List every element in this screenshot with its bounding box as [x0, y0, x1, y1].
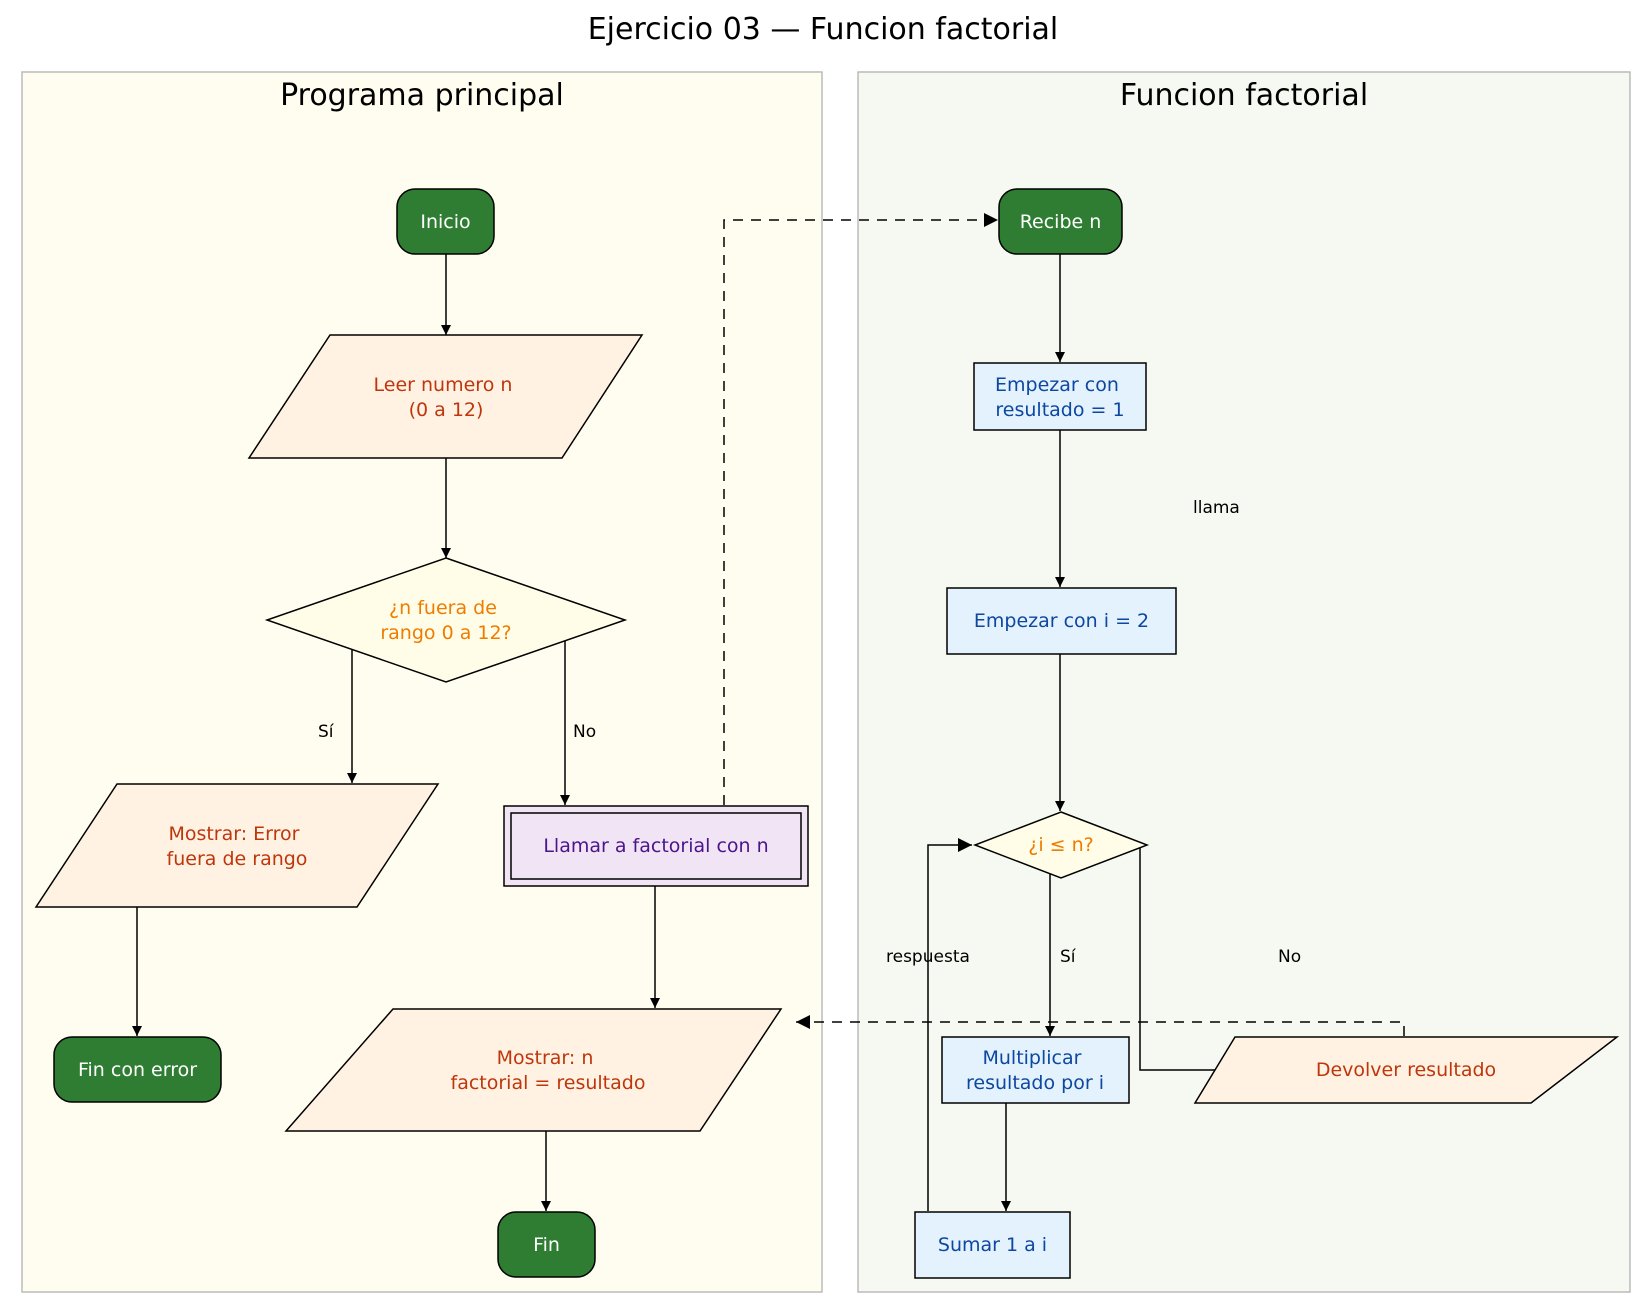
cluster-main-label: Programa principal [280, 78, 564, 113]
edge-labels: Sí No llama respuesta Sí No [318, 498, 1301, 967]
edges-dashed [723, 213, 1405, 1036]
diagram-title: Ejercicio 03 — Funcion factorial [588, 12, 1059, 47]
node-empezar-resultado[interactable]: Empezar con resultado = 1 [973, 362, 1147, 431]
node-leer[interactable]: Leer numero n (0 a 12) [247, 334, 644, 459]
edge-sumar-cond-loop [927, 838, 972, 1211]
cluster-func-box [857, 71, 1631, 1293]
process-shape [973, 362, 1147, 431]
node-label: Inicio [420, 211, 470, 233]
decision-shape [264, 557, 628, 683]
edge-cond-no [1139, 846, 1235, 1077]
edge-label-respuesta: respuesta [886, 947, 970, 967]
node-label-line: rango 0 a 12? [380, 622, 511, 644]
io-shape [284, 1008, 783, 1132]
node-label-line: Mostrar: n [497, 1047, 594, 1069]
node-label: Recibe n [1020, 211, 1102, 233]
node-label: Sumar 1 a i [938, 1234, 1047, 1256]
node-sumar[interactable]: Sumar 1 a i [914, 1211, 1071, 1279]
node-label-line: Leer numero n [374, 374, 513, 396]
node-label: ¿n fuera de rango 0 a 12? [380, 597, 511, 644]
io-shape [34, 783, 440, 908]
node-mostrar-error[interactable]: Mostrar: Error fuera de rango [34, 783, 440, 908]
node-fuera-rango[interactable]: ¿n fuera de rango 0 a 12? [264, 557, 628, 683]
process-shape [946, 587, 1177, 655]
io-shape [247, 334, 644, 459]
edge-label-si-2: Sí [1060, 947, 1077, 967]
subroutine-outer [503, 805, 809, 887]
terminal-shape [53, 1036, 222, 1103]
node-llamar[interactable]: Llamar a factorial con n [503, 805, 809, 887]
node-label: Fin con error [78, 1059, 197, 1081]
edge-respuesta [796, 1015, 1405, 1036]
node-label-line: Multiplicar [982, 1047, 1081, 1069]
node-devolver[interactable]: Devolver resultado [1193, 1036, 1620, 1104]
node-label-line: resultado = 1 [995, 399, 1124, 421]
edge-llama [723, 213, 998, 805]
node-label-line: factorial = resultado [451, 1072, 646, 1094]
edge-label-no-1: No [573, 722, 596, 742]
node-label-line: resultado por i [966, 1072, 1104, 1094]
node-label: Mostrar: n factorial = resultado [451, 1047, 646, 1094]
cluster-func-label: Funcion factorial [1120, 78, 1368, 113]
node-fin[interactable]: Fin [497, 1211, 596, 1278]
node-label: Multiplicar resultado por i [966, 1047, 1104, 1094]
terminal-shape [497, 1211, 596, 1278]
node-label: Devolver resultado [1316, 1059, 1496, 1081]
edge-label-si-1: Sí [318, 722, 335, 742]
node-label: Fin [533, 1234, 560, 1256]
cluster-funcion-factorial: Funcion factorial [857, 71, 1631, 1293]
terminal-shape [998, 188, 1123, 255]
subroutine-inner [510, 812, 802, 880]
node-label-line: fuera de rango [167, 848, 308, 870]
node-label: Empezar con resultado = 1 [995, 374, 1125, 421]
node-fin-error[interactable]: Fin con error [53, 1036, 222, 1103]
edges-func [927, 254, 1235, 1211]
node-empezar-i[interactable]: Empezar con i = 2 [946, 587, 1177, 655]
node-mostrar-resultado[interactable]: Mostrar: n factorial = resultado [284, 1008, 783, 1132]
edge-label-no-2: No [1278, 947, 1301, 967]
process-shape [914, 1211, 1071, 1279]
node-label-line: Empezar con [995, 374, 1119, 396]
node-label-line: ¿n fuera de [389, 597, 497, 619]
node-label: ¿i ≤ n? [1028, 834, 1094, 856]
edge-label-llama: llama [1193, 498, 1240, 518]
node-label: Leer numero n (0 a 12) [374, 374, 519, 421]
node-recibe[interactable]: Recibe n [998, 188, 1123, 255]
node-cond-i[interactable]: ¿i ≤ n? [972, 811, 1150, 879]
process-shape [941, 1036, 1130, 1104]
edges-main [132, 254, 660, 1211]
node-label-line: (0 a 12) [409, 399, 484, 421]
terminal-shape [396, 188, 495, 255]
node-label: Mostrar: Error fuera de rango [167, 823, 308, 870]
node-label-line: Mostrar: Error [168, 823, 299, 845]
node-multiplicar[interactable]: Multiplicar resultado por i [941, 1036, 1130, 1104]
decision-shape [972, 811, 1150, 879]
node-label: Llamar a factorial con n [543, 835, 768, 857]
io-shape [1193, 1036, 1620, 1104]
node-label: Empezar con i = 2 [974, 610, 1149, 632]
node-inicio[interactable]: Inicio [396, 188, 495, 255]
